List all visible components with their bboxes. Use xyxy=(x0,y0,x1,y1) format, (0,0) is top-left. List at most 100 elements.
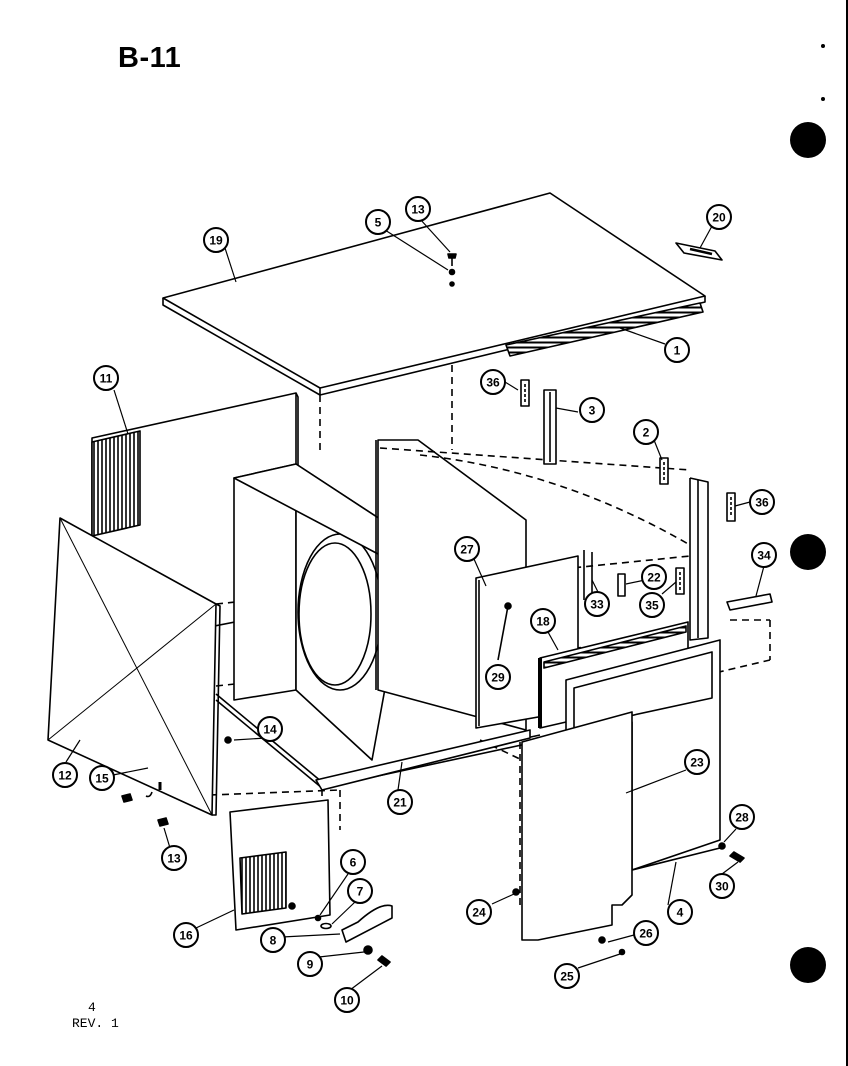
callout-label: 13 xyxy=(411,203,425,217)
callout-10: 10 xyxy=(334,987,360,1013)
callout-circle xyxy=(365,209,391,235)
callout-label: 11 xyxy=(100,372,113,386)
callout-circle xyxy=(89,765,115,791)
hardware-6-7-9-10 xyxy=(314,914,391,967)
callout-5: 5 xyxy=(365,209,391,235)
callout-circle xyxy=(347,878,373,904)
callout-label: 10 xyxy=(340,994,354,1008)
callout-4: 4 xyxy=(667,899,693,925)
callout-circle xyxy=(334,987,360,1013)
callout-circle xyxy=(633,419,659,445)
callout-circle xyxy=(664,337,690,363)
callout-circle xyxy=(405,196,431,222)
page-number: 4 xyxy=(88,1000,96,1015)
top-cover xyxy=(162,192,706,396)
callout-circle xyxy=(584,591,610,617)
callout-circle xyxy=(454,536,480,562)
screw-29 xyxy=(497,602,512,661)
callout-circle xyxy=(706,204,732,230)
callout-circle xyxy=(639,592,665,618)
callout-circle xyxy=(641,564,667,590)
leader-lines xyxy=(65,218,765,991)
callout-circle xyxy=(173,922,199,948)
callout-24: 24 xyxy=(466,899,492,925)
page-footer: 4 REV. 1 xyxy=(72,1000,119,1032)
hardware-28-30 xyxy=(718,842,745,863)
bracket-36a xyxy=(520,379,530,407)
page-edge xyxy=(846,0,848,1066)
screw-top xyxy=(447,253,457,287)
callout-label: 15 xyxy=(95,772,109,786)
callout-circle xyxy=(709,873,735,899)
lower-grille-16 xyxy=(229,799,331,931)
callout-circle xyxy=(633,920,659,946)
callout-circle xyxy=(52,762,78,788)
callout-15: 15 xyxy=(89,765,115,791)
callout-label: 18 xyxy=(536,615,550,629)
callout-36b: 36 xyxy=(749,489,775,515)
callout-circle xyxy=(579,397,605,423)
callout-16: 16 xyxy=(173,922,199,948)
callout-circle xyxy=(93,365,119,391)
panel-4 xyxy=(521,711,721,941)
bracket-36b xyxy=(726,492,736,522)
bracket-34 xyxy=(726,593,773,611)
callout-25: 25 xyxy=(554,963,580,989)
callout-label: 35 xyxy=(645,599,659,613)
callout-circle xyxy=(203,227,229,253)
callout-26: 26 xyxy=(633,920,659,946)
speck xyxy=(821,97,825,101)
rail-3 xyxy=(543,389,557,465)
callout-6: 6 xyxy=(340,849,366,875)
callout-12: 12 xyxy=(52,762,78,788)
callout-label: 1 xyxy=(674,344,681,358)
callout-circle xyxy=(387,789,413,815)
callout-label: 26 xyxy=(639,927,653,941)
callout-label: 14 xyxy=(263,723,277,737)
callout-circle xyxy=(485,664,511,690)
callout-label: 22 xyxy=(647,571,661,585)
page-title: B-11 xyxy=(118,42,182,74)
callout-35: 35 xyxy=(639,592,665,618)
bracket-22 xyxy=(617,573,626,597)
speck xyxy=(821,44,825,48)
bracket-2 xyxy=(659,457,669,485)
callout-11: 11 xyxy=(93,365,119,391)
callout-33: 33 xyxy=(584,591,610,617)
callout-label: 30 xyxy=(715,880,729,894)
callout-20: 20 xyxy=(706,204,732,230)
callout-29: 29 xyxy=(485,664,511,690)
callout-2: 2 xyxy=(633,419,659,445)
callout-8: 8 xyxy=(260,927,286,953)
binder-hole-top xyxy=(790,122,826,158)
screw-13-lower xyxy=(121,793,169,827)
callout-circle xyxy=(297,951,323,977)
seal-strip xyxy=(505,302,704,357)
knob-bracket xyxy=(341,904,393,943)
callout-circle xyxy=(729,804,755,830)
callout-label: 8 xyxy=(270,934,277,948)
callout-label: 23 xyxy=(690,756,704,770)
callout-circle xyxy=(161,845,187,871)
callout-7: 7 xyxy=(347,878,373,904)
callout-28: 28 xyxy=(729,804,755,830)
callout-22: 22 xyxy=(641,564,667,590)
binder-hole-bottom xyxy=(790,947,826,983)
callout-label: 21 xyxy=(393,796,407,810)
callout-21: 21 xyxy=(387,789,413,815)
callout-circle xyxy=(749,489,775,515)
callout-label: 29 xyxy=(491,671,505,685)
callout-label: 34 xyxy=(757,549,771,563)
callout-label: 5 xyxy=(375,216,382,230)
callout-9: 9 xyxy=(297,951,323,977)
callout-27: 27 xyxy=(454,536,480,562)
callout-34: 34 xyxy=(751,542,777,568)
hardware-24-25-26 xyxy=(512,888,626,956)
callout-1: 1 xyxy=(664,337,690,363)
callout-label: 24 xyxy=(472,906,486,920)
callout-label: 2 xyxy=(643,426,650,440)
bracket-20 xyxy=(675,242,723,261)
callout-circle xyxy=(257,716,283,742)
callout-circle xyxy=(530,608,556,634)
